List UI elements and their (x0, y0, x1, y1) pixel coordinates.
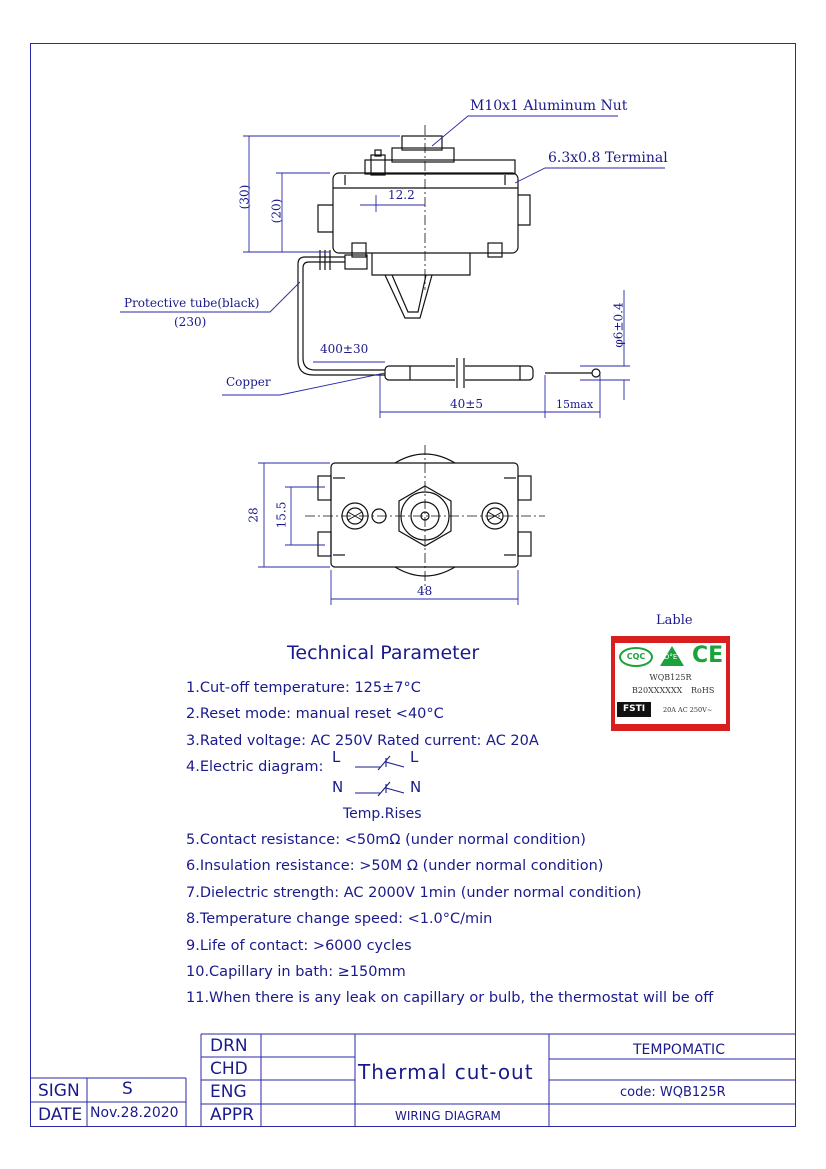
tb-date-label: DATE (38, 1105, 83, 1125)
param-item: 9.Life of contact: >6000 cycles (186, 937, 412, 954)
tb-appr: APPR (210, 1105, 254, 1125)
param-item: 7.Dielectric strength: AC 2000V 1min (un… (186, 884, 642, 901)
diagram-l1: L (332, 748, 341, 766)
tb-company: TEMPOMATIC (633, 1042, 725, 1058)
copper-callout: Copper (226, 375, 271, 389)
diagram-n2: N (410, 778, 422, 796)
diagram-caption: Temp.Rises (343, 806, 422, 822)
top-view (305, 445, 545, 590)
protective-tube-callout: Protective tube(black) (124, 296, 260, 310)
vde-mark-icon (660, 646, 684, 666)
dim-width-28: 28 (246, 507, 261, 523)
label-model: WQB125R (649, 673, 692, 682)
param-item: 4.Electric diagram: (186, 759, 324, 776)
diagram-l2: L (410, 748, 419, 766)
dim-bulb-diameter: φ6±0.4 (611, 302, 626, 348)
param-item: 1.Cut-off temperature: 125±7°C (186, 680, 421, 696)
dim-width-15-5: 15.5 (274, 501, 289, 529)
tb-date-value: Nov.28.2020 (90, 1105, 179, 1121)
dim-bulb-length: 40±5 (450, 397, 483, 411)
tb-sign-label: SIGN (38, 1081, 80, 1101)
dimension-lines (120, 115, 665, 418)
param-item: 6.Insulation resistance: >50M Ω (under n… (186, 858, 604, 875)
nut-callout: M10x1 Aluminum Nut (470, 98, 628, 114)
tb-chd: CHD (210, 1059, 248, 1079)
dim-length-48: 48 (417, 584, 433, 598)
tb-part-name: Thermal cut-out (358, 1060, 534, 1084)
tb-sign-value: S (122, 1079, 133, 1099)
technical-list-2: 5.Contact resistance: <50mΩ (under norma… (186, 827, 713, 1012)
dim-tip: 15max (556, 398, 594, 411)
product-label: CQC D°E CE WQB125R B20XXXXXX RoHS FSTI 2… (611, 636, 730, 731)
cqc-mark-icon: CQC (619, 647, 653, 667)
title-block-grid (30, 1033, 796, 1127)
fsti-mark-icon: FSTI (617, 702, 651, 717)
tb-code: code: WQB125R (620, 1085, 726, 1100)
label-rating: 20A AC 250V~ (663, 706, 713, 714)
label-rohs: RoHS (691, 686, 715, 695)
param-item: 10.Capillary in bath: ≥150mm (186, 963, 406, 980)
electric-diagram (355, 755, 405, 797)
param-item: 3.Rated voltage: AC 250V Rated current: … (186, 732, 539, 749)
terminal-callout: 6.3x0.8 Terminal (548, 150, 668, 166)
param-item: 8.Temperature change speed: <1.0°C/min (186, 911, 493, 928)
ce-mark-icon: CE (692, 643, 724, 668)
drawing-frame (30, 43, 796, 1127)
dim-height-30: (30) (237, 184, 252, 210)
technical-list: 1.Cut-off temperature: 125±7°C 2.Reset m… (186, 675, 539, 781)
dim-height-20: (20) (269, 198, 284, 224)
technical-title: Technical Parameter (287, 642, 480, 664)
diagram-n1: N (332, 778, 344, 796)
label-batch: B20XXXXXX (632, 686, 683, 695)
side-view (297, 125, 601, 388)
protective-tube-length: (230) (174, 315, 207, 329)
top-view-dimensions (258, 462, 519, 605)
tb-drn: DRN (210, 1036, 248, 1056)
tb-eng: ENG (210, 1082, 247, 1102)
tb-sheet-name: WIRING DIAGRAM (395, 1109, 501, 1123)
param-item: 11.When there is any leak on capillary o… (186, 990, 714, 1007)
dim-capillary: 400±30 (320, 342, 369, 356)
label-heading: Lable (656, 613, 693, 628)
param-item: 5.Contact resistance: <50mΩ (under norma… (186, 832, 586, 848)
param-item: 2.Reset mode: manual reset <40°C (186, 706, 444, 723)
dim-width-12-2: 12.2 (388, 188, 415, 202)
vde-mark-text: D°E (664, 653, 678, 661)
